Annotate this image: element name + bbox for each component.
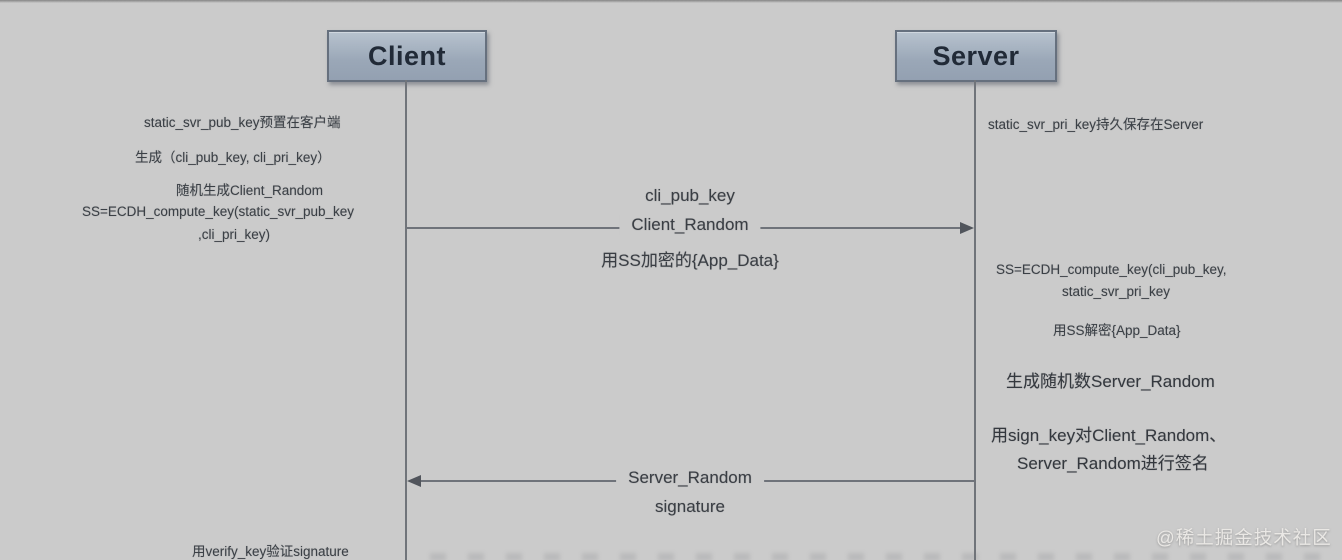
- server-note-decrypt: 用SS解密{App_Data}: [1053, 323, 1181, 338]
- client-note-compute-line2: ,cli_pri_key): [198, 227, 271, 242]
- arrowhead-right-icon: [960, 222, 974, 234]
- server-note-compute-line1: SS=ECDH_compute_key(cli_pub_key,: [996, 262, 1227, 277]
- lifeline-server: [974, 80, 976, 560]
- server-note-random: 生成随机数Server_Random: [1006, 372, 1215, 391]
- top-edge-artifact: [0, 0, 1342, 3]
- actor-box-server: Server: [895, 30, 1057, 82]
- actor-label-client: Client: [367, 40, 446, 71]
- message2-label-line2: signature: [655, 497, 725, 516]
- actor-box-client: Client: [327, 30, 487, 82]
- server-note-compute-line2: static_svr_pri_key: [1062, 284, 1171, 299]
- client-note-preset: static_svr_pub_key预置在客户端: [144, 115, 341, 130]
- message1-label-line1: cli_pub_key: [645, 186, 735, 205]
- server-note-sign-line1: 用sign_key对Client_Random、: [991, 426, 1227, 445]
- message1-label-line3: 用SS加密的{App_Data}: [601, 251, 779, 270]
- client-note-random: 随机生成Client_Random: [176, 183, 324, 198]
- server-note-persist: static_svr_pri_key持久保存在Server: [988, 117, 1204, 132]
- server-note-sign-line2: Server_Random进行签名: [1017, 454, 1209, 473]
- lifeline-client: [405, 80, 407, 560]
- message2-label-line1: Server_Random: [616, 468, 764, 488]
- actor-label-server: Server: [932, 40, 1020, 71]
- cropped-bottom-text-artifact: [430, 553, 1335, 560]
- client-note-compute-line1: SS=ECDH_compute_key(static_svr_pub_key: [82, 204, 355, 219]
- arrowhead-left-icon: [407, 475, 421, 487]
- client-note-verify: 用verify_key验证signature: [192, 544, 349, 559]
- client-note-generate-keys: 生成（cli_pub_key, cli_pri_key）: [135, 150, 331, 165]
- watermark: @稀土掘金技术社区: [1156, 527, 1332, 548]
- message1-label-line2: Client_Random: [619, 215, 761, 235]
